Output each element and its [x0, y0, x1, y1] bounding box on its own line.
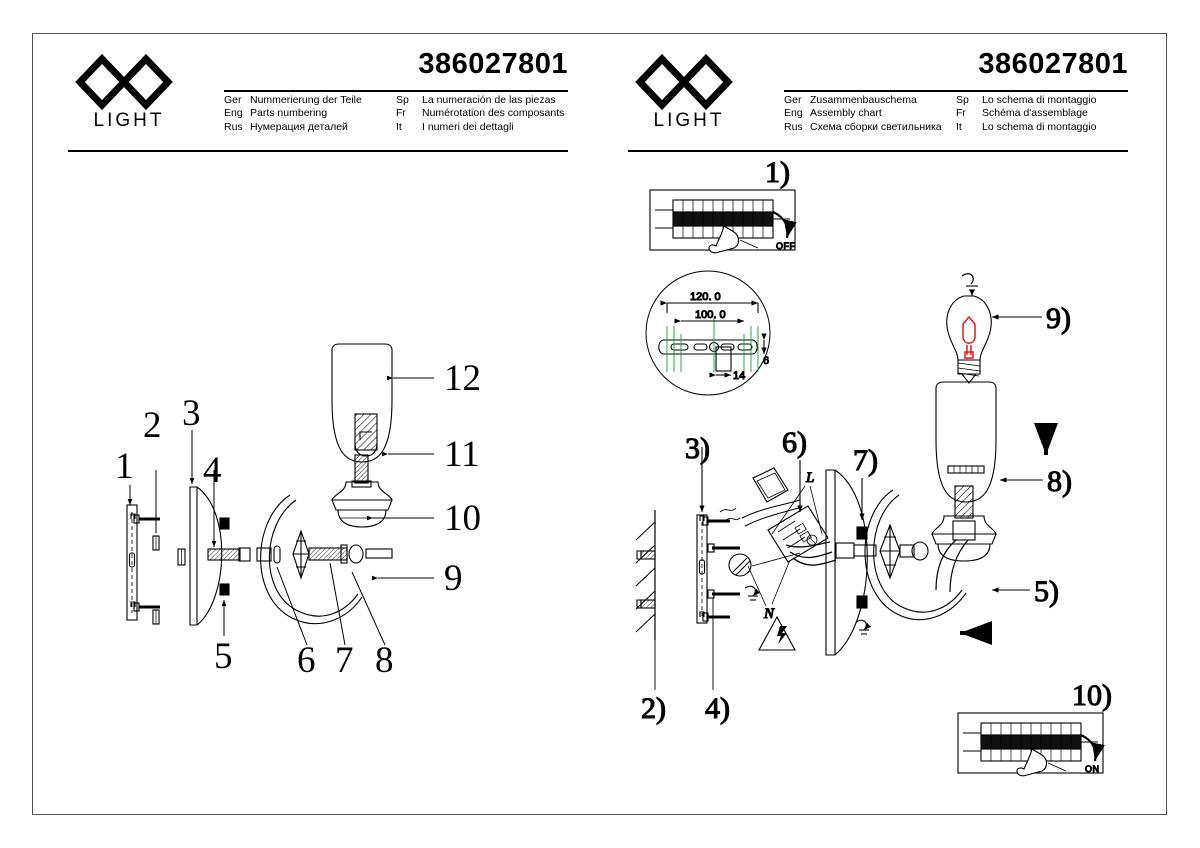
language-column-right: Sp Lo schema di montaggio Fr Schéma d'as… — [956, 94, 1128, 135]
language-text: Nummerierung der Teile — [250, 93, 362, 106]
brand-logo: LIGHT — [628, 52, 748, 148]
language-code: Rus — [784, 120, 803, 133]
language-column-left: Ger Zusammenbauschema Eng Assembly chart… — [784, 94, 956, 135]
table-rule-top — [224, 90, 568, 92]
product-code: 386027801 — [418, 48, 568, 80]
language-text: La numeración de las piezas — [422, 93, 556, 106]
language-code: Eng — [784, 107, 803, 120]
language-code: It — [396, 120, 402, 133]
language-table: Ger Zusammenbauschema Eng Assembly chart… — [784, 90, 1128, 135]
language-text: Assembly chart — [810, 107, 882, 120]
language-row: Sp Lo schema di montaggio — [956, 94, 1128, 108]
language-code: Sp — [956, 93, 969, 106]
language-text: Schéma d'assemblage — [982, 107, 1088, 120]
language-row: Rus Схема сборки светильника — [784, 121, 956, 135]
sheet-border — [32, 33, 1167, 815]
panel-header-parts-numbering: LIGHT 386027801 Ger Nummerierung der Tei… — [68, 48, 568, 152]
language-column-left: Ger Nummerierung der Teile Eng Parts num… — [224, 94, 396, 135]
language-row: Ger Nummerierung der Teile — [224, 94, 396, 108]
header-baseline — [68, 150, 568, 152]
language-code: Ger — [784, 93, 802, 106]
language-row: Ger Zusammenbauschema — [784, 94, 956, 108]
language-row: Fr Schéma d'assemblage — [956, 107, 1128, 121]
language-code: Sp — [396, 93, 409, 106]
language-text: Parts numbering — [250, 107, 328, 120]
language-row: Rus Нумерация деталей — [224, 121, 396, 135]
language-table: Ger Nummerierung der Teile Eng Parts num… — [224, 90, 568, 135]
language-text: Zusammenbauschema — [810, 93, 917, 106]
language-text: Lo schema di montaggio — [982, 120, 1097, 133]
language-text: Numérotation des composants — [422, 107, 565, 120]
header-baseline — [628, 150, 1128, 152]
language-code: It — [956, 120, 962, 133]
product-code: 386027801 — [978, 48, 1128, 80]
language-text: I numeri dei dettagli — [422, 120, 514, 133]
panel-header-assembly-chart: LIGHT 386027801 Ger Zusammenbauschema En… — [628, 48, 1128, 152]
language-row: It I numeri dei dettagli — [396, 121, 568, 135]
language-code: Ger — [224, 93, 242, 106]
brand-logo: LIGHT — [68, 52, 188, 148]
brand-wordmark: LIGHT — [93, 110, 165, 131]
language-code: Fr — [396, 107, 406, 120]
language-code: Fr — [956, 107, 966, 120]
language-row: Eng Parts numbering — [224, 107, 396, 121]
language-code: Eng — [224, 107, 243, 120]
language-code: Rus — [224, 120, 243, 133]
language-text: Lo schema di montaggio — [982, 93, 1097, 106]
language-row: Fr Numérotation des composants — [396, 107, 568, 121]
brand-wordmark: LIGHT — [653, 110, 725, 131]
language-text: Схема сборки светильника — [810, 120, 942, 133]
language-row: Sp La numeración de las piezas — [396, 94, 568, 108]
table-rule-top — [784, 90, 1128, 92]
language-row: It Lo schema di montaggio — [956, 121, 1128, 135]
language-row: Eng Assembly chart — [784, 107, 956, 121]
language-text: Нумерация деталей — [250, 120, 348, 133]
language-column-right: Sp La numeración de las piezas Fr Numéro… — [396, 94, 568, 135]
